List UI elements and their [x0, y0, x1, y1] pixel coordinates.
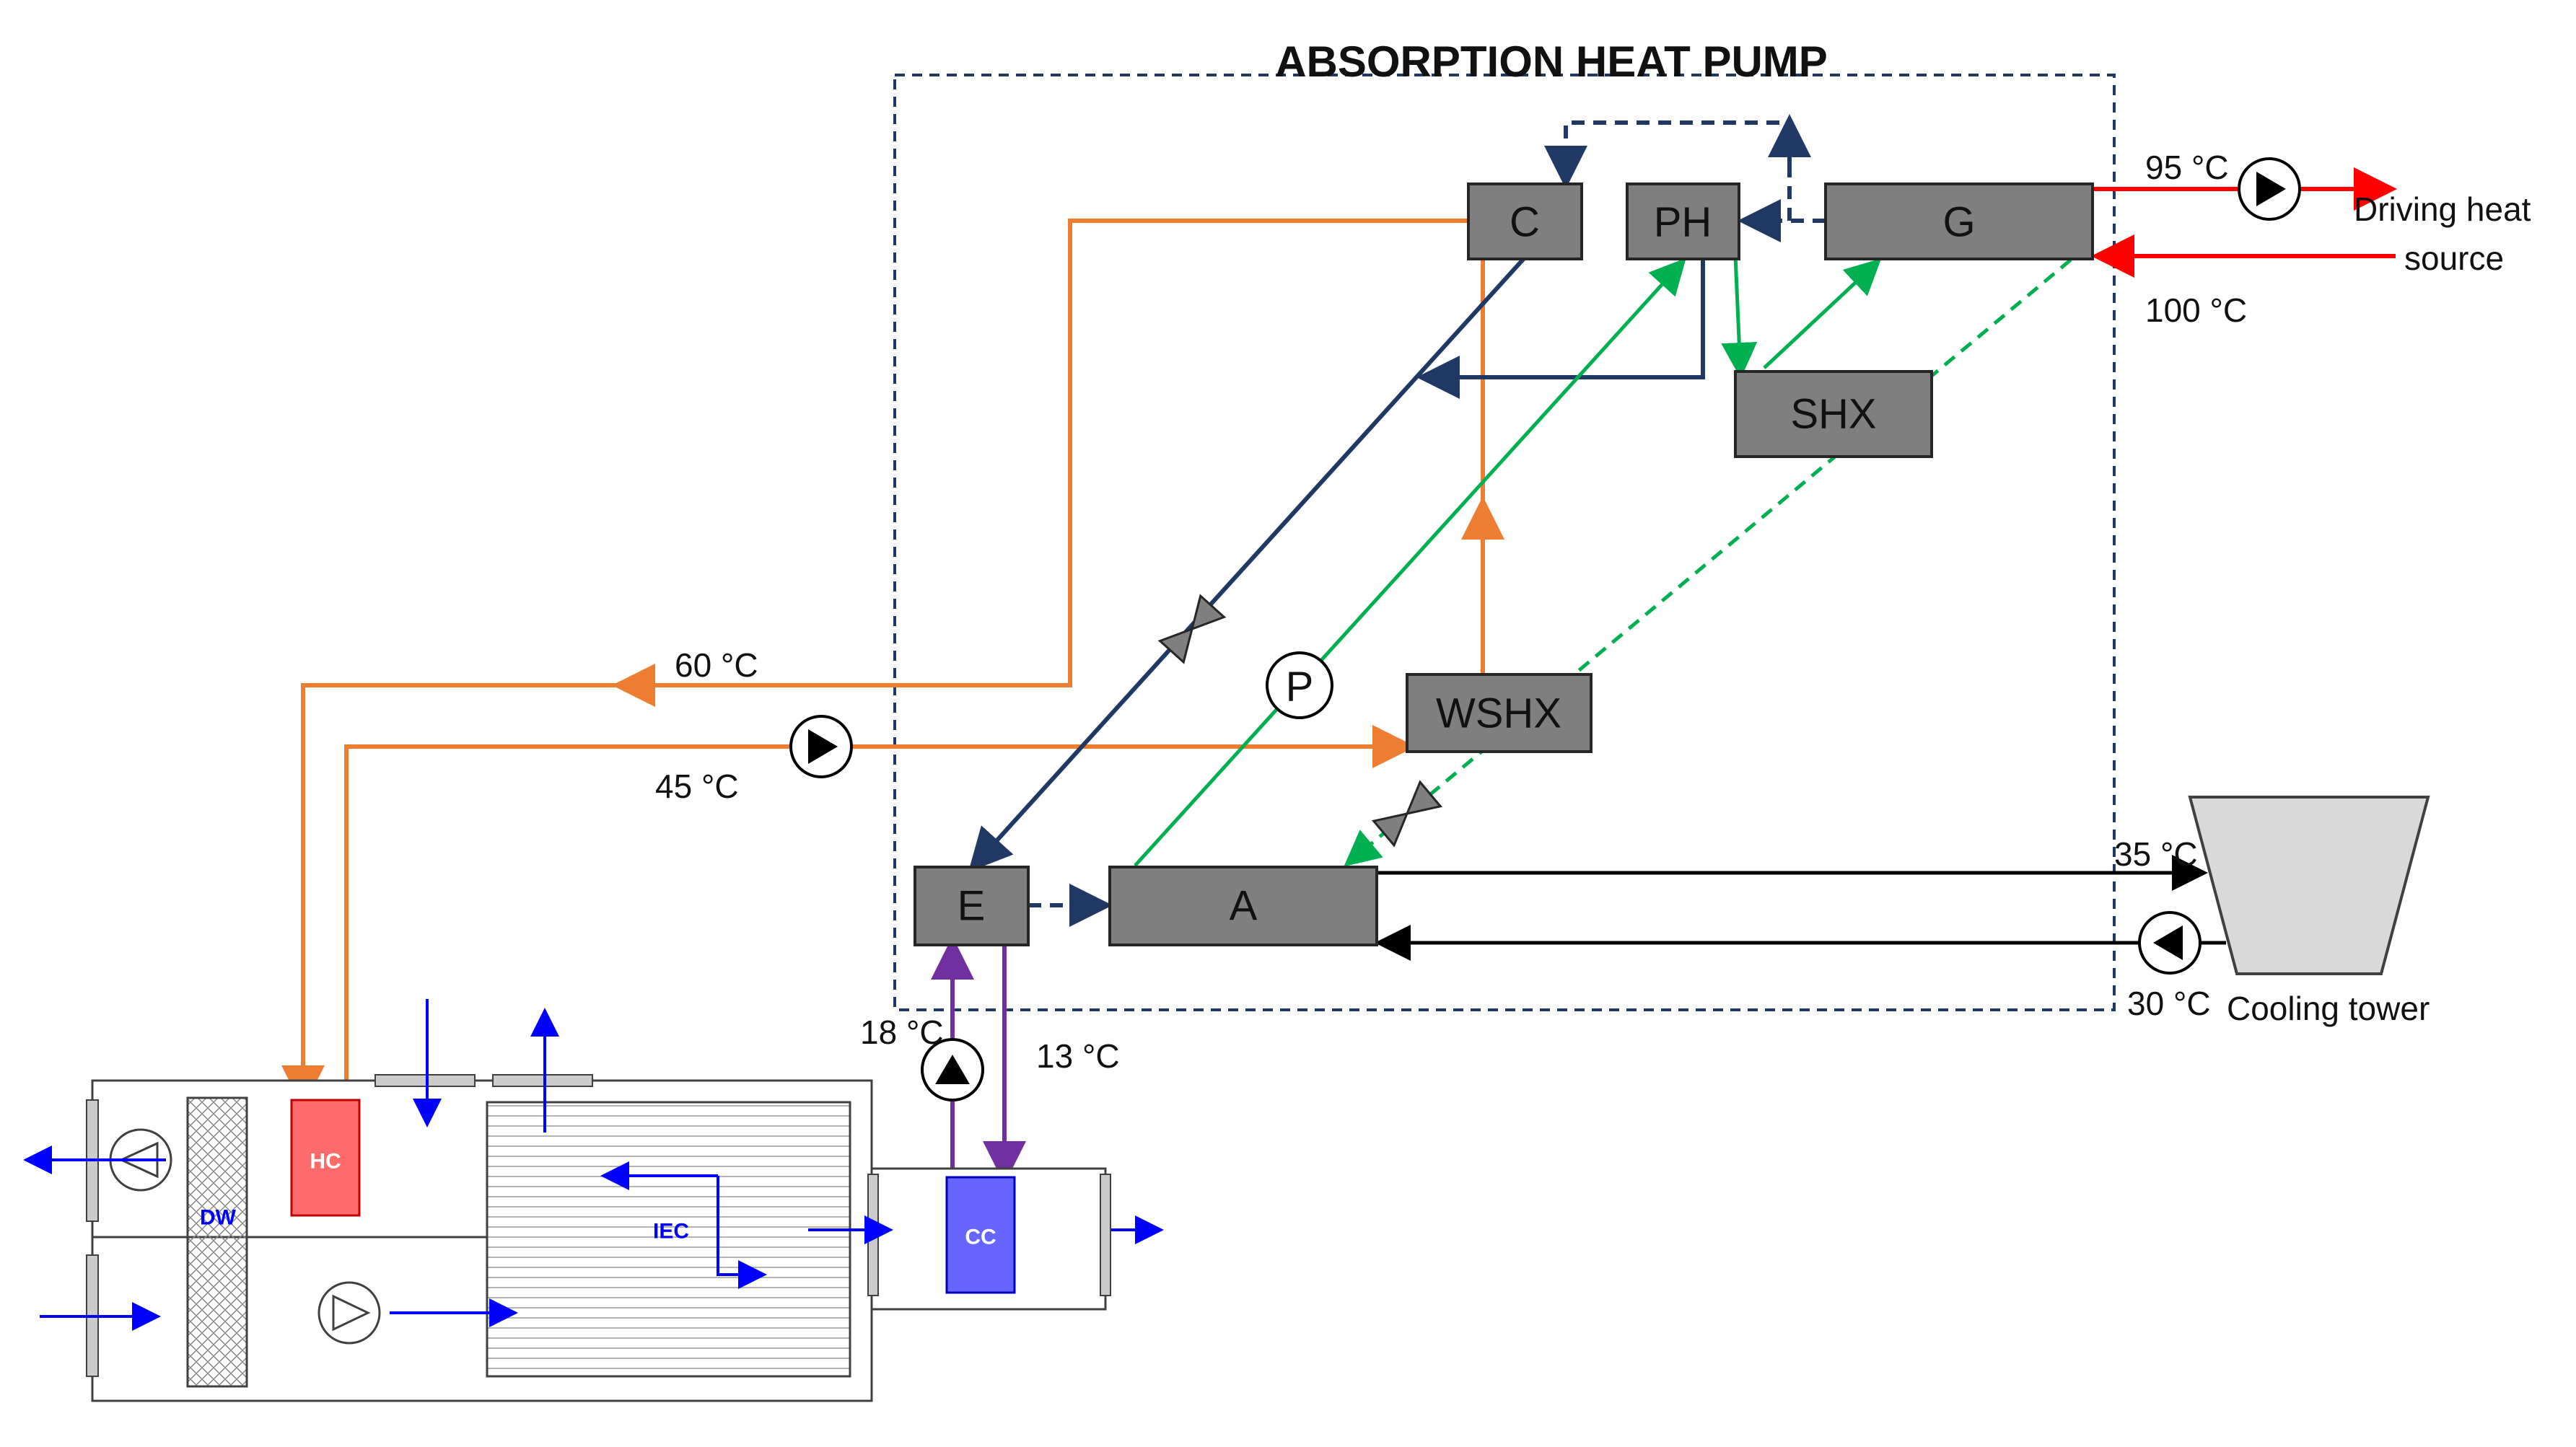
absorber-label: A [1230, 883, 1258, 930]
cooling-coil-label: CC [965, 1226, 996, 1249]
shx-label: SHX [1790, 391, 1876, 438]
hot-water-supply-drop [281, 683, 621, 1109]
preheater-to-shx [1721, 255, 1758, 379]
iec-unit [486, 1101, 851, 1378]
generator-to-absorber-dashed [1344, 258, 2072, 867]
cooling-coil [945, 1176, 1016, 1294]
generator-label: G [1942, 199, 1975, 246]
preheater-box: PH [1626, 182, 1740, 260]
driving-heat-label-line2: source [2404, 239, 2504, 277]
hot-water-supply-temp: 60 °C [675, 646, 758, 684]
roof-damper-right [492, 1074, 593, 1087]
tower-return-temp: 30 °C [2127, 985, 2211, 1022]
wshx-label: WSHX [1436, 690, 1561, 737]
evaporator-label: E [958, 883, 986, 930]
preheater-to-line [1416, 256, 1705, 399]
iec-secondary-air-arrow [717, 1176, 767, 1289]
chilled-water-pump-icon [921, 1038, 984, 1101]
hot-water-return-temp: 45 °C [655, 768, 739, 805]
supply-fan-icon [317, 1281, 381, 1345]
cooling-water-pump-icon [2138, 911, 2202, 975]
evaporator-box: E [914, 866, 1030, 946]
air-handling-unit: DW HC IEC CC [23, 999, 1164, 1402]
driving-heat-label-line1: Driving heat [2354, 190, 2531, 228]
tower-supply-temp: 35 °C [2114, 835, 2198, 873]
desiccant-wheel [186, 1096, 248, 1388]
absorber-to-preheater [1134, 258, 1686, 867]
generator-box: G [1824, 182, 2094, 260]
heating-coil-label: HC [310, 1150, 341, 1174]
condenser-hot-water-outlet [612, 219, 1468, 707]
heating-coil [290, 1099, 361, 1217]
condenser-to-evaporator [968, 254, 1528, 872]
generator-to-condenser-vapor [1544, 120, 1792, 221]
air-flow-arrows [23, 999, 1164, 1331]
hot-water-loop [281, 219, 1504, 1109]
heat-pump-boundary [893, 74, 2116, 1011]
heat-pump-title: ABSORPTION HEAT PUMP [1275, 38, 1828, 86]
refrigerant-expansion-valve-icon [1157, 594, 1227, 664]
chilled-supply-temp: 13 °C [1036, 1037, 1120, 1075]
iec-label: IEC [653, 1220, 689, 1244]
solution-lines [1134, 255, 2072, 867]
solution-expansion-valve-icon [1371, 780, 1443, 848]
wshx-box: WSHX [1406, 673, 1593, 753]
desiccant-wheel-label: DW [200, 1206, 237, 1230]
shx-box: SHX [1734, 370, 1933, 458]
roof-damper-left [374, 1074, 476, 1087]
driving-return-temp: 100 °C [2145, 291, 2247, 329]
duct-inlet-damper [867, 1174, 879, 1296]
condenser-box: C [1467, 182, 1583, 260]
cooling-tower-label: Cooling tower [2227, 990, 2430, 1027]
refrigerant-lines [968, 114, 1826, 927]
driving-supply-temp: 95 °C [2145, 149, 2229, 186]
solution-pump: P [1266, 651, 1333, 719]
preheater-label: PH [1654, 199, 1712, 246]
hot-water-return-riser [344, 725, 1416, 1100]
duct-outlet-damper [1100, 1174, 1111, 1296]
hot-water-pump-icon [789, 715, 853, 778]
cooling-water-lines [1375, 855, 2226, 961]
cooling-tower [2188, 796, 2430, 975]
driving-heat-pump-icon [2238, 157, 2301, 221]
absorber-box: A [1108, 866, 1378, 946]
solution-pump-label: P [1286, 664, 1314, 711]
condenser-label: C [1510, 199, 1540, 246]
chilled-return-temp: 18 °C [860, 1013, 944, 1051]
shx-to-generator [1763, 258, 1882, 369]
